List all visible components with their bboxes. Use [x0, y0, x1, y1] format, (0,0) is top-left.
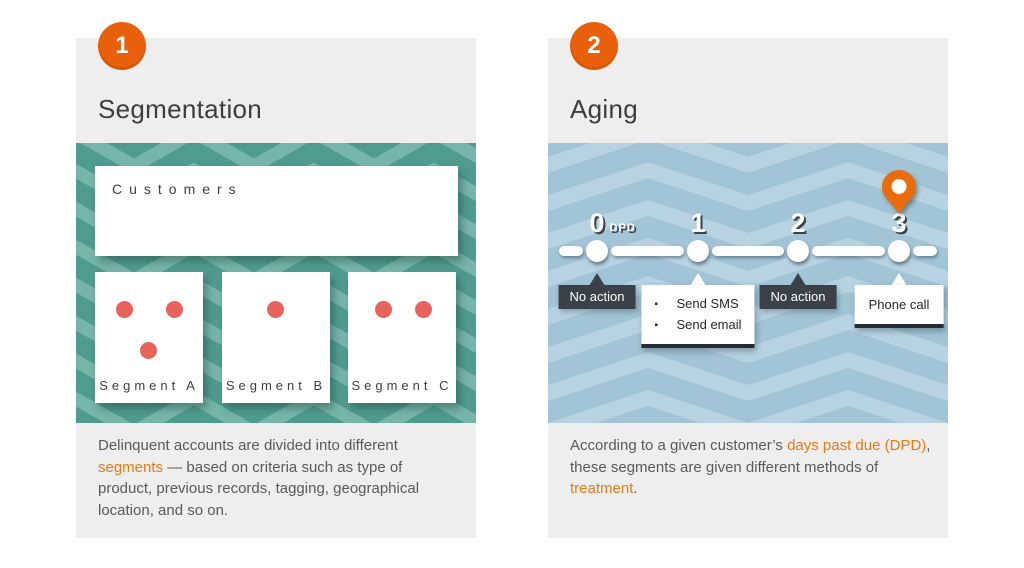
customer-dot — [116, 301, 133, 318]
timeline-node-0 — [586, 240, 608, 262]
plain-text: — based on criteria such as type of prod… — [98, 458, 420, 519]
panel-segmentation: 1 Segmentation Customers Segment A Segmen… — [76, 22, 476, 538]
timeline-bar — [812, 246, 885, 256]
plain-text: , these segments are given different met… — [570, 437, 931, 476]
dpd-value: 2 — [790, 208, 806, 238]
customer-dot — [166, 301, 183, 318]
bullet-icon: ▪ — [654, 320, 659, 331]
accent-text: segments — [98, 458, 164, 476]
customer-dot — [415, 301, 432, 318]
dpd-value: 3 — [891, 208, 907, 238]
segmentation-description: Delinquent accounts are divided into dif… — [98, 435, 460, 521]
timeline-node-3 — [888, 240, 910, 262]
timeline-number-2: 2 — [790, 207, 805, 239]
timeline-bar — [559, 246, 583, 256]
callout-arrow — [891, 273, 907, 286]
customer-dot — [140, 342, 157, 359]
callout-line: ▪ Send SMS — [654, 294, 741, 315]
plain-text: Delinquent accounts are divided into dif… — [98, 437, 398, 454]
plain-text: According to a given customer’s — [570, 437, 788, 454]
accent-text: treatment — [570, 480, 634, 497]
segment-card-a: Segment A — [95, 272, 203, 403]
aging-title: Aging — [570, 94, 638, 124]
callout-send-sms-send-email: ▪ Send SMS ▪ Send email — [641, 285, 755, 348]
segment-card-label: Segment A — [99, 378, 199, 393]
step-2-badge: 2 — [570, 22, 618, 70]
timeline-bar — [611, 246, 684, 256]
timeline-number-0: 0 DPD — [589, 207, 634, 239]
customer-dot — [375, 301, 392, 318]
callout-line: No action — [570, 289, 625, 304]
plain-text: . — [633, 480, 638, 497]
timeline-bar — [712, 246, 784, 256]
segmentation-diagram: Customers Segment A Segment B Segment C — [76, 143, 476, 423]
callout-text: No action — [770, 289, 826, 304]
callout-line: No action — [771, 289, 826, 304]
callout-text: Phone call — [868, 297, 930, 312]
aging-description: According to a given customer’s days pas… — [570, 435, 932, 500]
customers-label: Customers — [112, 181, 243, 197]
dpd-unit-label: DPD — [609, 222, 636, 234]
customer-dot — [267, 301, 284, 318]
bullet-icon: ▪ — [654, 299, 659, 310]
callout-arrow — [589, 273, 605, 286]
segment-card-label: Segment C — [351, 378, 453, 393]
callout-line: ▪ Send email — [654, 315, 741, 336]
aging-diagram: 0 DPD No action 1 ▪ Send SMS ▪ Send email 2 No ac… — [548, 143, 948, 423]
timeline-number-1: 1 — [690, 207, 705, 239]
segment-card-b: Segment B — [222, 272, 330, 403]
callout-text: Send SMS — [676, 296, 739, 311]
callout-text: Send email — [676, 317, 742, 332]
timeline-bar — [913, 246, 937, 256]
callout-no-action: No action — [558, 285, 636, 309]
map-pin-icon — [880, 169, 918, 224]
callout-arrow — [790, 273, 806, 286]
dpd-value: 1 — [690, 208, 706, 238]
timeline-number-3: 3 — [891, 207, 906, 239]
callout-text: No action — [569, 289, 625, 304]
panel-aging: 2 Aging 0 DPD No action 1 ▪ Send SMS ▪ Send ema… — [548, 22, 948, 538]
accent-text: days past due (DPD) — [787, 437, 927, 454]
callout-phone-call: Phone call — [854, 285, 944, 328]
segment-card-c: Segment C — [348, 272, 456, 403]
customers-box: Customers — [95, 166, 458, 256]
segmentation-title: Segmentation — [98, 94, 263, 124]
callout-line: Phone call — [869, 295, 930, 315]
callout-arrow — [690, 273, 706, 286]
timeline-node-1 — [687, 240, 709, 262]
timeline-node-2 — [787, 240, 809, 262]
step-1-badge: 1 — [98, 22, 146, 70]
callout-no-action: No action — [759, 285, 837, 309]
dpd-value: 0 — [589, 208, 605, 238]
segment-card-label: Segment B — [225, 378, 327, 393]
